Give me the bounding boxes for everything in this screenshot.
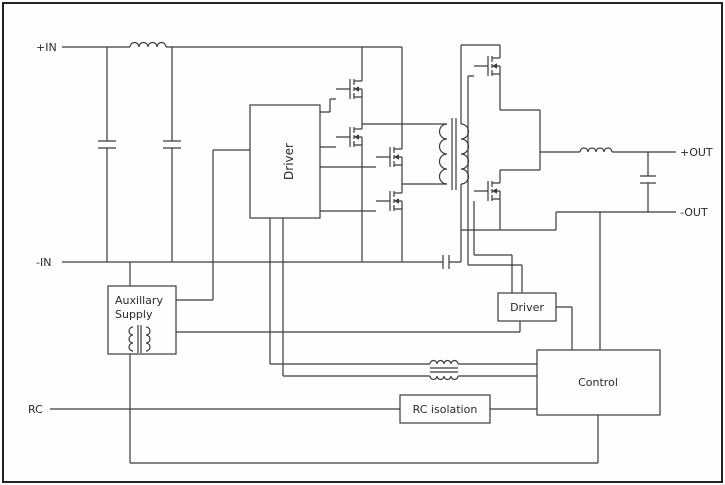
secondary-wires — [460, 44, 676, 262]
mosfet-icon — [375, 179, 403, 223]
output-inductor-icon — [579, 147, 613, 153]
control-wires — [50, 149, 601, 464]
capacitor-icon — [98, 47, 116, 262]
gate-drive-wires — [320, 98, 376, 212]
mosfet-icon — [335, 115, 363, 159]
control-label: Control — [578, 376, 618, 389]
aux-transformer-icon — [128, 325, 151, 353]
aux-supply-label-line1: Auxillary — [115, 294, 163, 307]
aux-supply-block — [107, 285, 177, 355]
transformer-core — [451, 118, 457, 190]
capacitor-icon — [442, 255, 450, 269]
gate-transformer-icon — [429, 359, 459, 381]
control-section — [50, 149, 601, 464]
port-label-minus-out: -OUT — [680, 206, 708, 219]
control-block — [536, 349, 661, 416]
output-section — [460, 44, 676, 293]
sync-rect-gate-wires — [467, 75, 523, 293]
main-transformer-icon — [438, 118, 470, 190]
main-driver-block — [249, 104, 321, 219]
secondary-driver-block — [497, 292, 557, 322]
primary-bridge — [320, 47, 447, 262]
primary-winding — [438, 123, 448, 185]
secondary-winding — [460, 123, 470, 185]
mosfet-icon — [473, 44, 501, 88]
port-label-plus-out: +OUT — [680, 146, 713, 159]
aux-supply-label-line2: Supply — [115, 308, 153, 321]
rc-isolation-label: RC isolation — [413, 403, 478, 416]
port-label-rc: RC — [28, 403, 43, 416]
input-section — [62, 41, 461, 269]
mosfet-icon — [473, 169, 501, 213]
mosfet-icon — [335, 67, 363, 111]
mosfet-icon — [375, 135, 403, 179]
port-label-minus-in: -IN — [36, 256, 51, 269]
bridge-wires — [361, 47, 447, 262]
port-label-plus-in: +IN — [36, 41, 57, 54]
secondary-driver-label: Driver — [510, 301, 544, 314]
capacitor-icon — [163, 47, 181, 262]
rc-isolation-block — [399, 394, 491, 424]
input-inductor-icon — [129, 41, 167, 48]
main-driver-label: Driver — [282, 143, 296, 180]
capacitor-icon — [640, 152, 656, 212]
